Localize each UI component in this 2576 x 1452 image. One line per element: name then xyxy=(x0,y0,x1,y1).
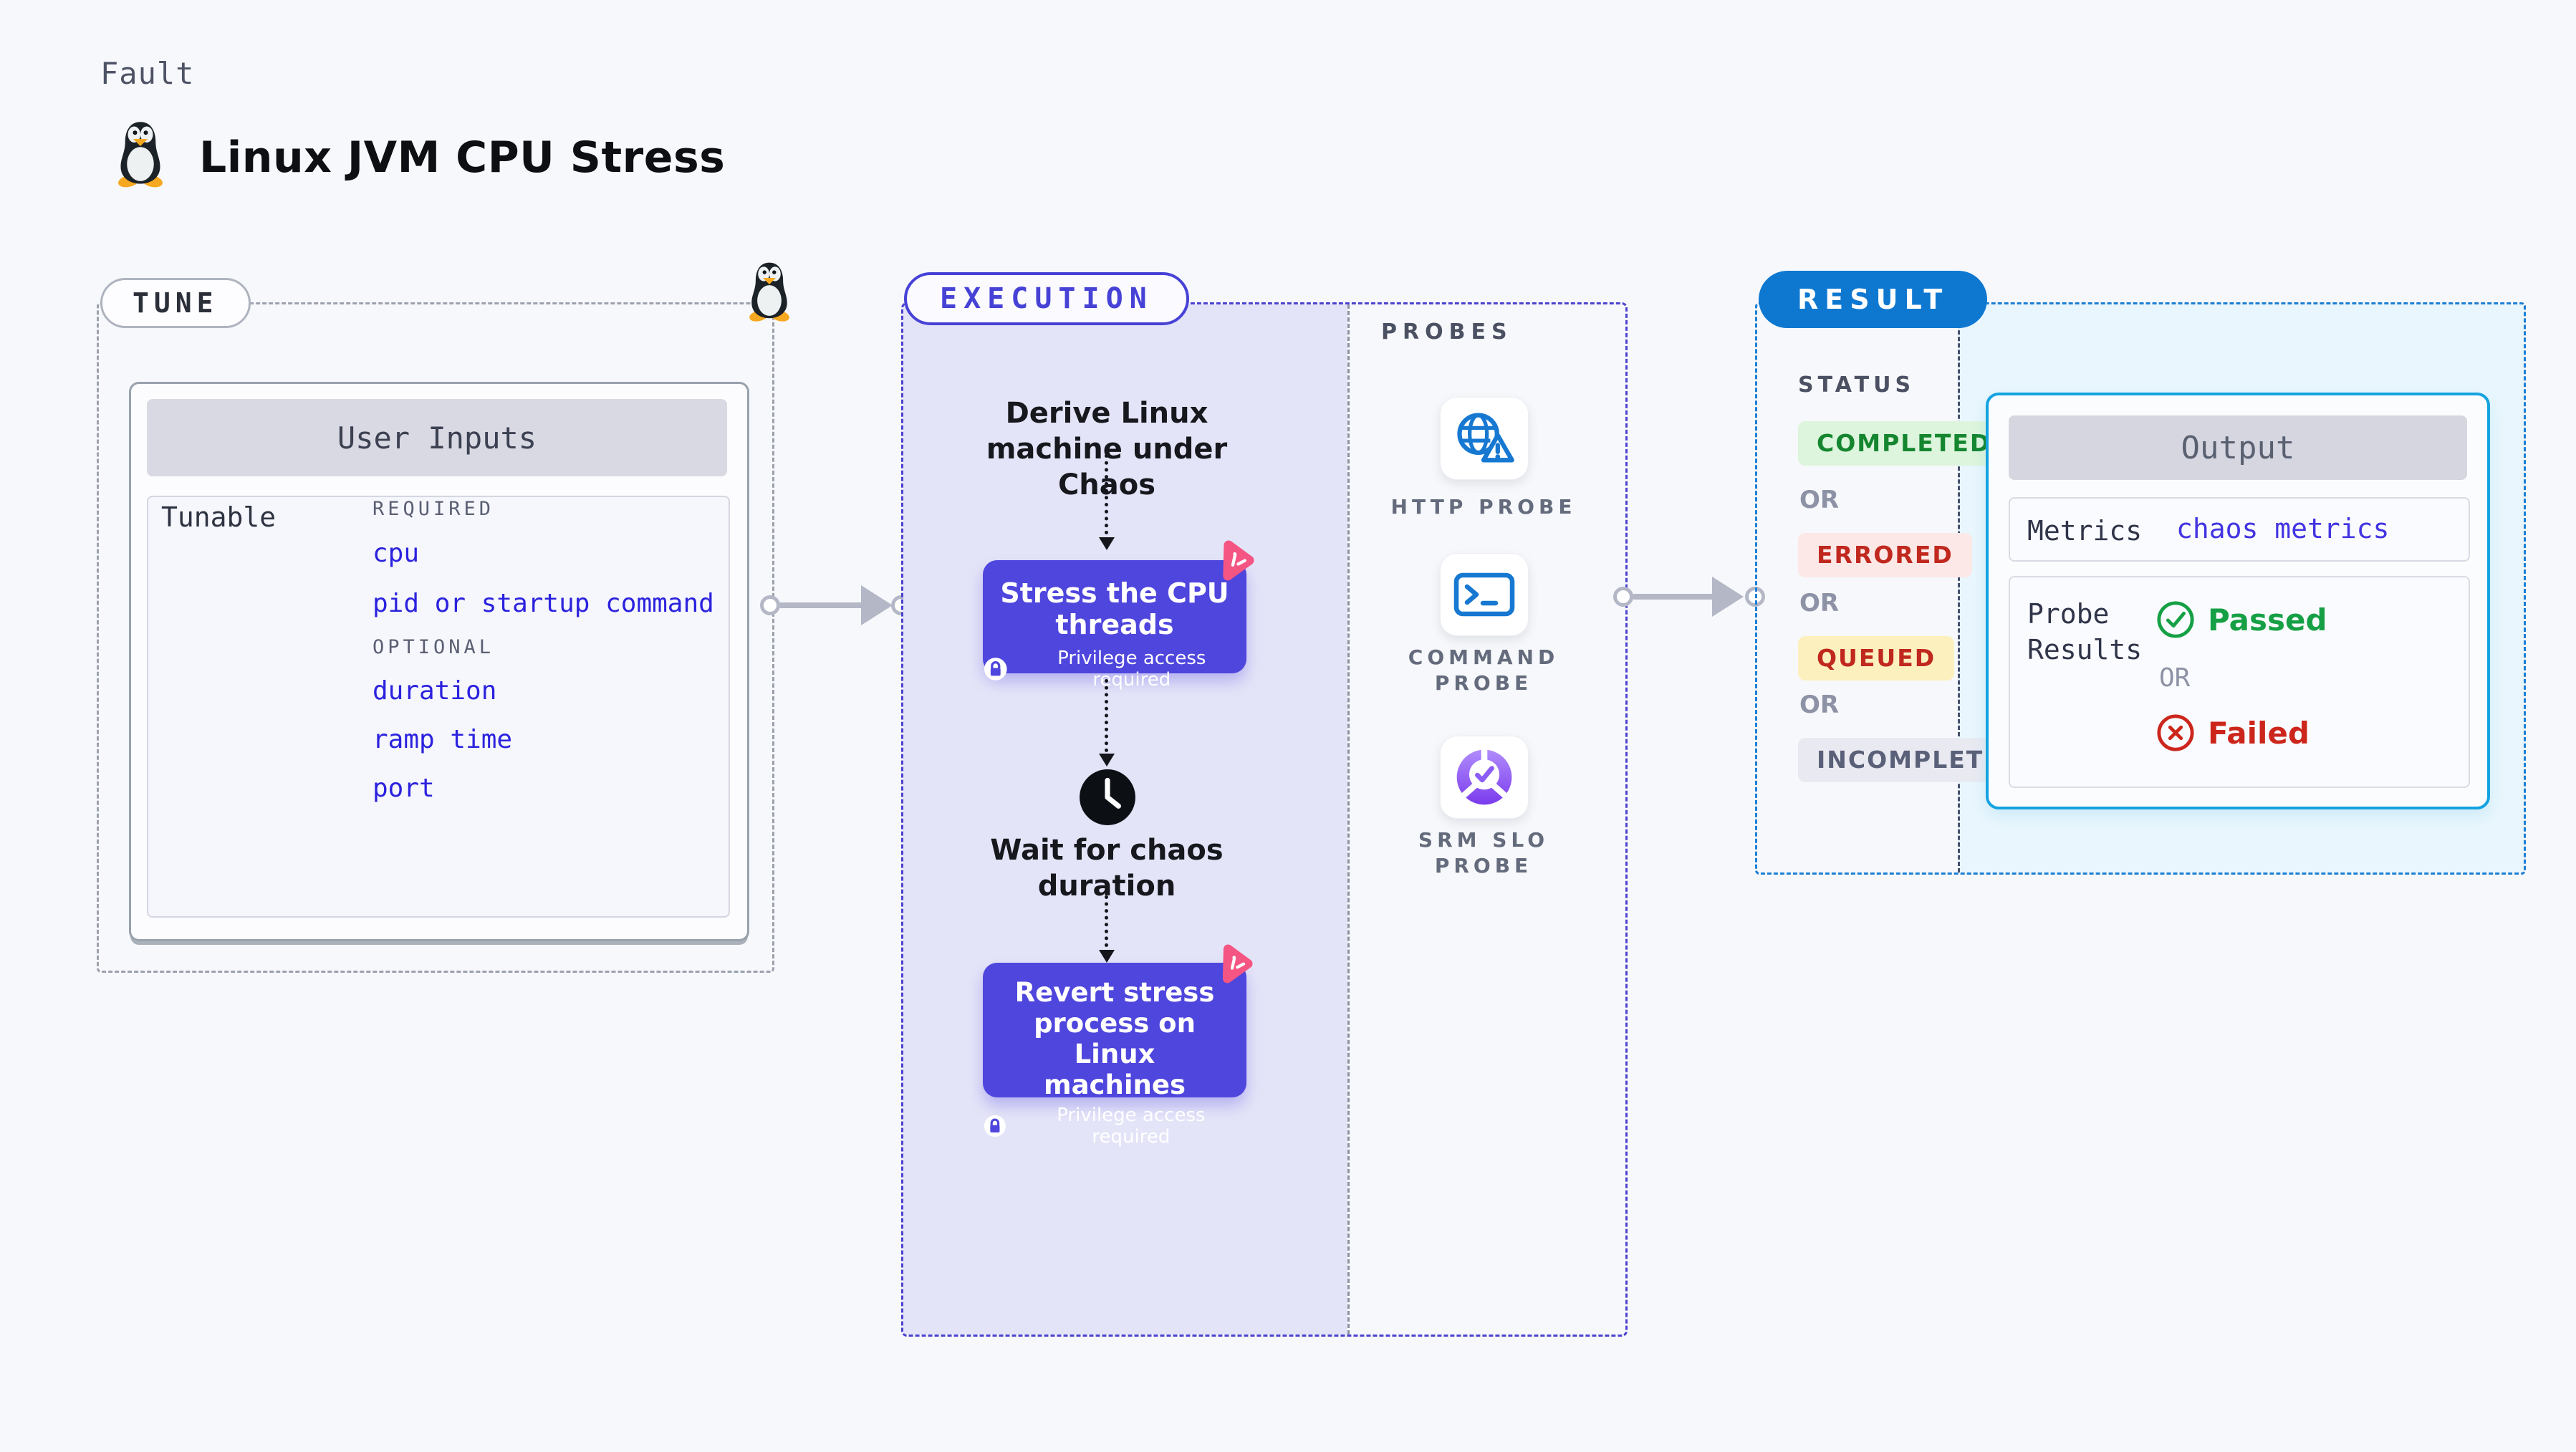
srm-slo-probe-card xyxy=(1440,736,1529,819)
probe-result-failed: Failed xyxy=(2156,713,2310,752)
lock-icon xyxy=(984,1115,1006,1138)
required-group-label: REQUIRED xyxy=(373,498,495,520)
tune-section-badge: TUNE xyxy=(100,278,251,328)
chaos-litmus-icon xyxy=(1223,540,1254,581)
step-wait-label: Wait for chaos duration xyxy=(990,834,1224,903)
output-card-title: Output xyxy=(2009,415,2467,480)
flow-arrowhead xyxy=(1099,537,1115,550)
flow-arrow xyxy=(1105,454,1108,534)
status-badge-queued: QUEUED xyxy=(1798,636,1955,681)
globe-alert-icon xyxy=(1457,413,1514,463)
srm-slo-probe-label: SRM SLO PROBE xyxy=(1418,828,1549,878)
linux-tux-icon xyxy=(749,262,789,322)
user-inputs-title: User Inputs xyxy=(147,399,727,476)
metrics-row: Metrics chaos metrics xyxy=(2009,497,2470,562)
optional-group-label: OPTIONAL xyxy=(373,636,495,658)
step-revert-node: Revert stress process on Linux machines … xyxy=(983,963,1246,1148)
connector-tune-to-execution-line xyxy=(778,602,867,608)
step-revert-note: Privilege access required xyxy=(1057,1105,1206,1148)
status-badge-completed: COMPLETED xyxy=(1798,421,2010,466)
page-title: Linux JVM CPU Stress xyxy=(199,133,726,183)
command-probe-card xyxy=(1440,553,1529,636)
chaos-litmus-icon xyxy=(1222,944,1253,984)
clock-icon xyxy=(1080,769,1135,825)
probes-divider-line xyxy=(1347,304,1350,1335)
or-separator: OR xyxy=(2159,663,2191,693)
fault-kind-label: Fault xyxy=(100,56,195,91)
status-column-label: STATUS xyxy=(1798,372,1916,398)
check-circle-icon xyxy=(2157,601,2194,638)
step-stress-note-row: Privilege access required xyxy=(983,648,1246,691)
tune-section-box xyxy=(97,302,774,973)
flow-arrow xyxy=(1105,895,1108,947)
param-link-ramp-time[interactable]: ramp time xyxy=(373,725,513,754)
probe-result-passed: Passed xyxy=(2156,600,2327,639)
connector-execution-to-result-arrowhead xyxy=(1712,577,1744,617)
user-inputs-table xyxy=(147,496,730,918)
connector-execution-to-result-line xyxy=(1632,594,1716,600)
probe-results-label: Probe Results xyxy=(2027,598,2143,665)
step-derive-label: Derive Linux machine under Chaos xyxy=(986,397,1228,501)
passed-label: Passed xyxy=(2208,602,2327,638)
or-separator: OR xyxy=(1799,691,1840,719)
connector-start-ring xyxy=(1613,587,1633,607)
command-probe-label: COMMAND PROBE xyxy=(1408,645,1559,695)
flow-arrow xyxy=(1105,679,1108,752)
slo-pie-check-icon xyxy=(1456,747,1512,805)
linux-tux-icon xyxy=(118,122,163,188)
http-probe-label: HTTP PROBE xyxy=(1390,495,1577,519)
probes-column-label: PROBES xyxy=(1381,319,1513,345)
failed-label: Failed xyxy=(2208,715,2310,751)
chaos-metrics-link[interactable]: chaos metrics xyxy=(2176,513,2390,544)
or-separator: OR xyxy=(1799,486,1840,514)
param-link-cpu[interactable]: cpu xyxy=(373,539,420,568)
probe-results-row: Probe Results Passed OR Failed xyxy=(2009,576,2470,788)
execution-section-box xyxy=(901,302,1628,1337)
x-circle-icon xyxy=(2157,714,2194,751)
step-stress-title: Stress the CPU threads xyxy=(1000,577,1229,640)
result-section-badge: RESULT xyxy=(1759,271,1988,328)
output-card: Output Metrics chaos metrics Probe Resul… xyxy=(1986,393,2490,809)
connector-tune-to-execution-arrowhead xyxy=(861,585,893,625)
tunable-row-label: Tunable xyxy=(161,501,277,533)
or-separator: OR xyxy=(1799,589,1840,617)
flow-arrowhead xyxy=(1099,950,1115,963)
step-stress-node: Stress the CPU threads Privilege access … xyxy=(983,560,1246,691)
param-link-port[interactable]: port xyxy=(373,774,435,803)
lock-icon xyxy=(984,658,1007,681)
step-revert-note-row: Privilege access required xyxy=(983,1105,1246,1148)
step-revert-title: Revert stress process on Linux machines xyxy=(1014,977,1215,1100)
param-link-pid-or-startup-command[interactable]: pid or startup command xyxy=(373,589,714,618)
execution-panel-background xyxy=(903,304,1347,1335)
status-badge-errored: ERRORED xyxy=(1798,533,1972,577)
metrics-label: Metrics xyxy=(2027,515,2143,547)
flow-arrowhead xyxy=(1099,754,1115,766)
step-stress-note: Privilege access required xyxy=(1057,648,1206,691)
http-probe-card xyxy=(1440,397,1529,480)
terminal-icon xyxy=(1453,572,1515,617)
param-link-duration[interactable]: duration xyxy=(373,676,497,706)
execution-section-badge: EXECUTION xyxy=(904,272,1189,325)
connector-start-ring xyxy=(760,595,780,615)
